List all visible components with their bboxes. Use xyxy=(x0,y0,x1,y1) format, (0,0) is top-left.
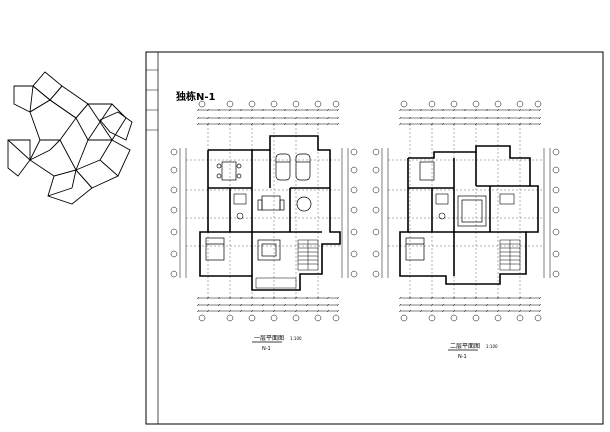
floor-2-grid-bubbles xyxy=(372,100,560,322)
dimension-ticks xyxy=(398,108,542,313)
roof-plan-sketch xyxy=(7,71,133,205)
sheet-frame xyxy=(145,51,604,425)
floor-2-scale: 1:100 xyxy=(486,344,498,349)
floor-1-subcaption: N-1 xyxy=(262,346,271,352)
floor-1-plan xyxy=(170,100,358,322)
floor-2-side-dimensions xyxy=(381,148,551,278)
floor-2-void xyxy=(457,195,487,227)
floor-2-caption-group: 二层平面图 1:100 N-1 xyxy=(448,343,498,360)
floor-2-bottom-dimensions xyxy=(400,297,540,312)
floor-1-scale: 1:100 xyxy=(290,336,302,341)
floor-1-bottom-dimensions xyxy=(198,297,338,312)
floor-1-dining-table xyxy=(216,161,242,181)
floor-1-stairs xyxy=(297,239,319,271)
floor-1-bed xyxy=(205,237,225,261)
floor-2-walls xyxy=(399,145,539,285)
floor-2-bed xyxy=(405,161,435,261)
floor-1-walls xyxy=(199,135,341,291)
floor-1-caption-group: 一层平面图 1:100 N-1 xyxy=(252,335,302,352)
floor-2-top-dimensions xyxy=(400,109,540,125)
floor-1-terrace xyxy=(255,277,297,289)
floor-1-top-dimensions xyxy=(198,109,338,125)
floor-1-grid-bubbles xyxy=(170,100,358,322)
floor-2-stairs xyxy=(499,239,521,271)
dimension-ticks xyxy=(196,108,340,313)
floor-1-living-room-furniture xyxy=(257,195,312,261)
floor-2-caption: 二层平面图 xyxy=(450,343,480,350)
floor-1-bathroom xyxy=(233,193,247,220)
floor-2-plan xyxy=(372,100,560,322)
floor-2-subcaption: N-1 xyxy=(458,354,467,360)
floor-1-side-dimensions xyxy=(179,148,349,278)
floor-1-caption: 一层平面图 xyxy=(254,335,284,342)
drawing-title: 独栋N-1 xyxy=(176,90,216,103)
floor-2-gridlines xyxy=(388,124,544,298)
floor-2-bathroom xyxy=(435,193,515,220)
floor-1-garage-cars xyxy=(275,153,311,181)
